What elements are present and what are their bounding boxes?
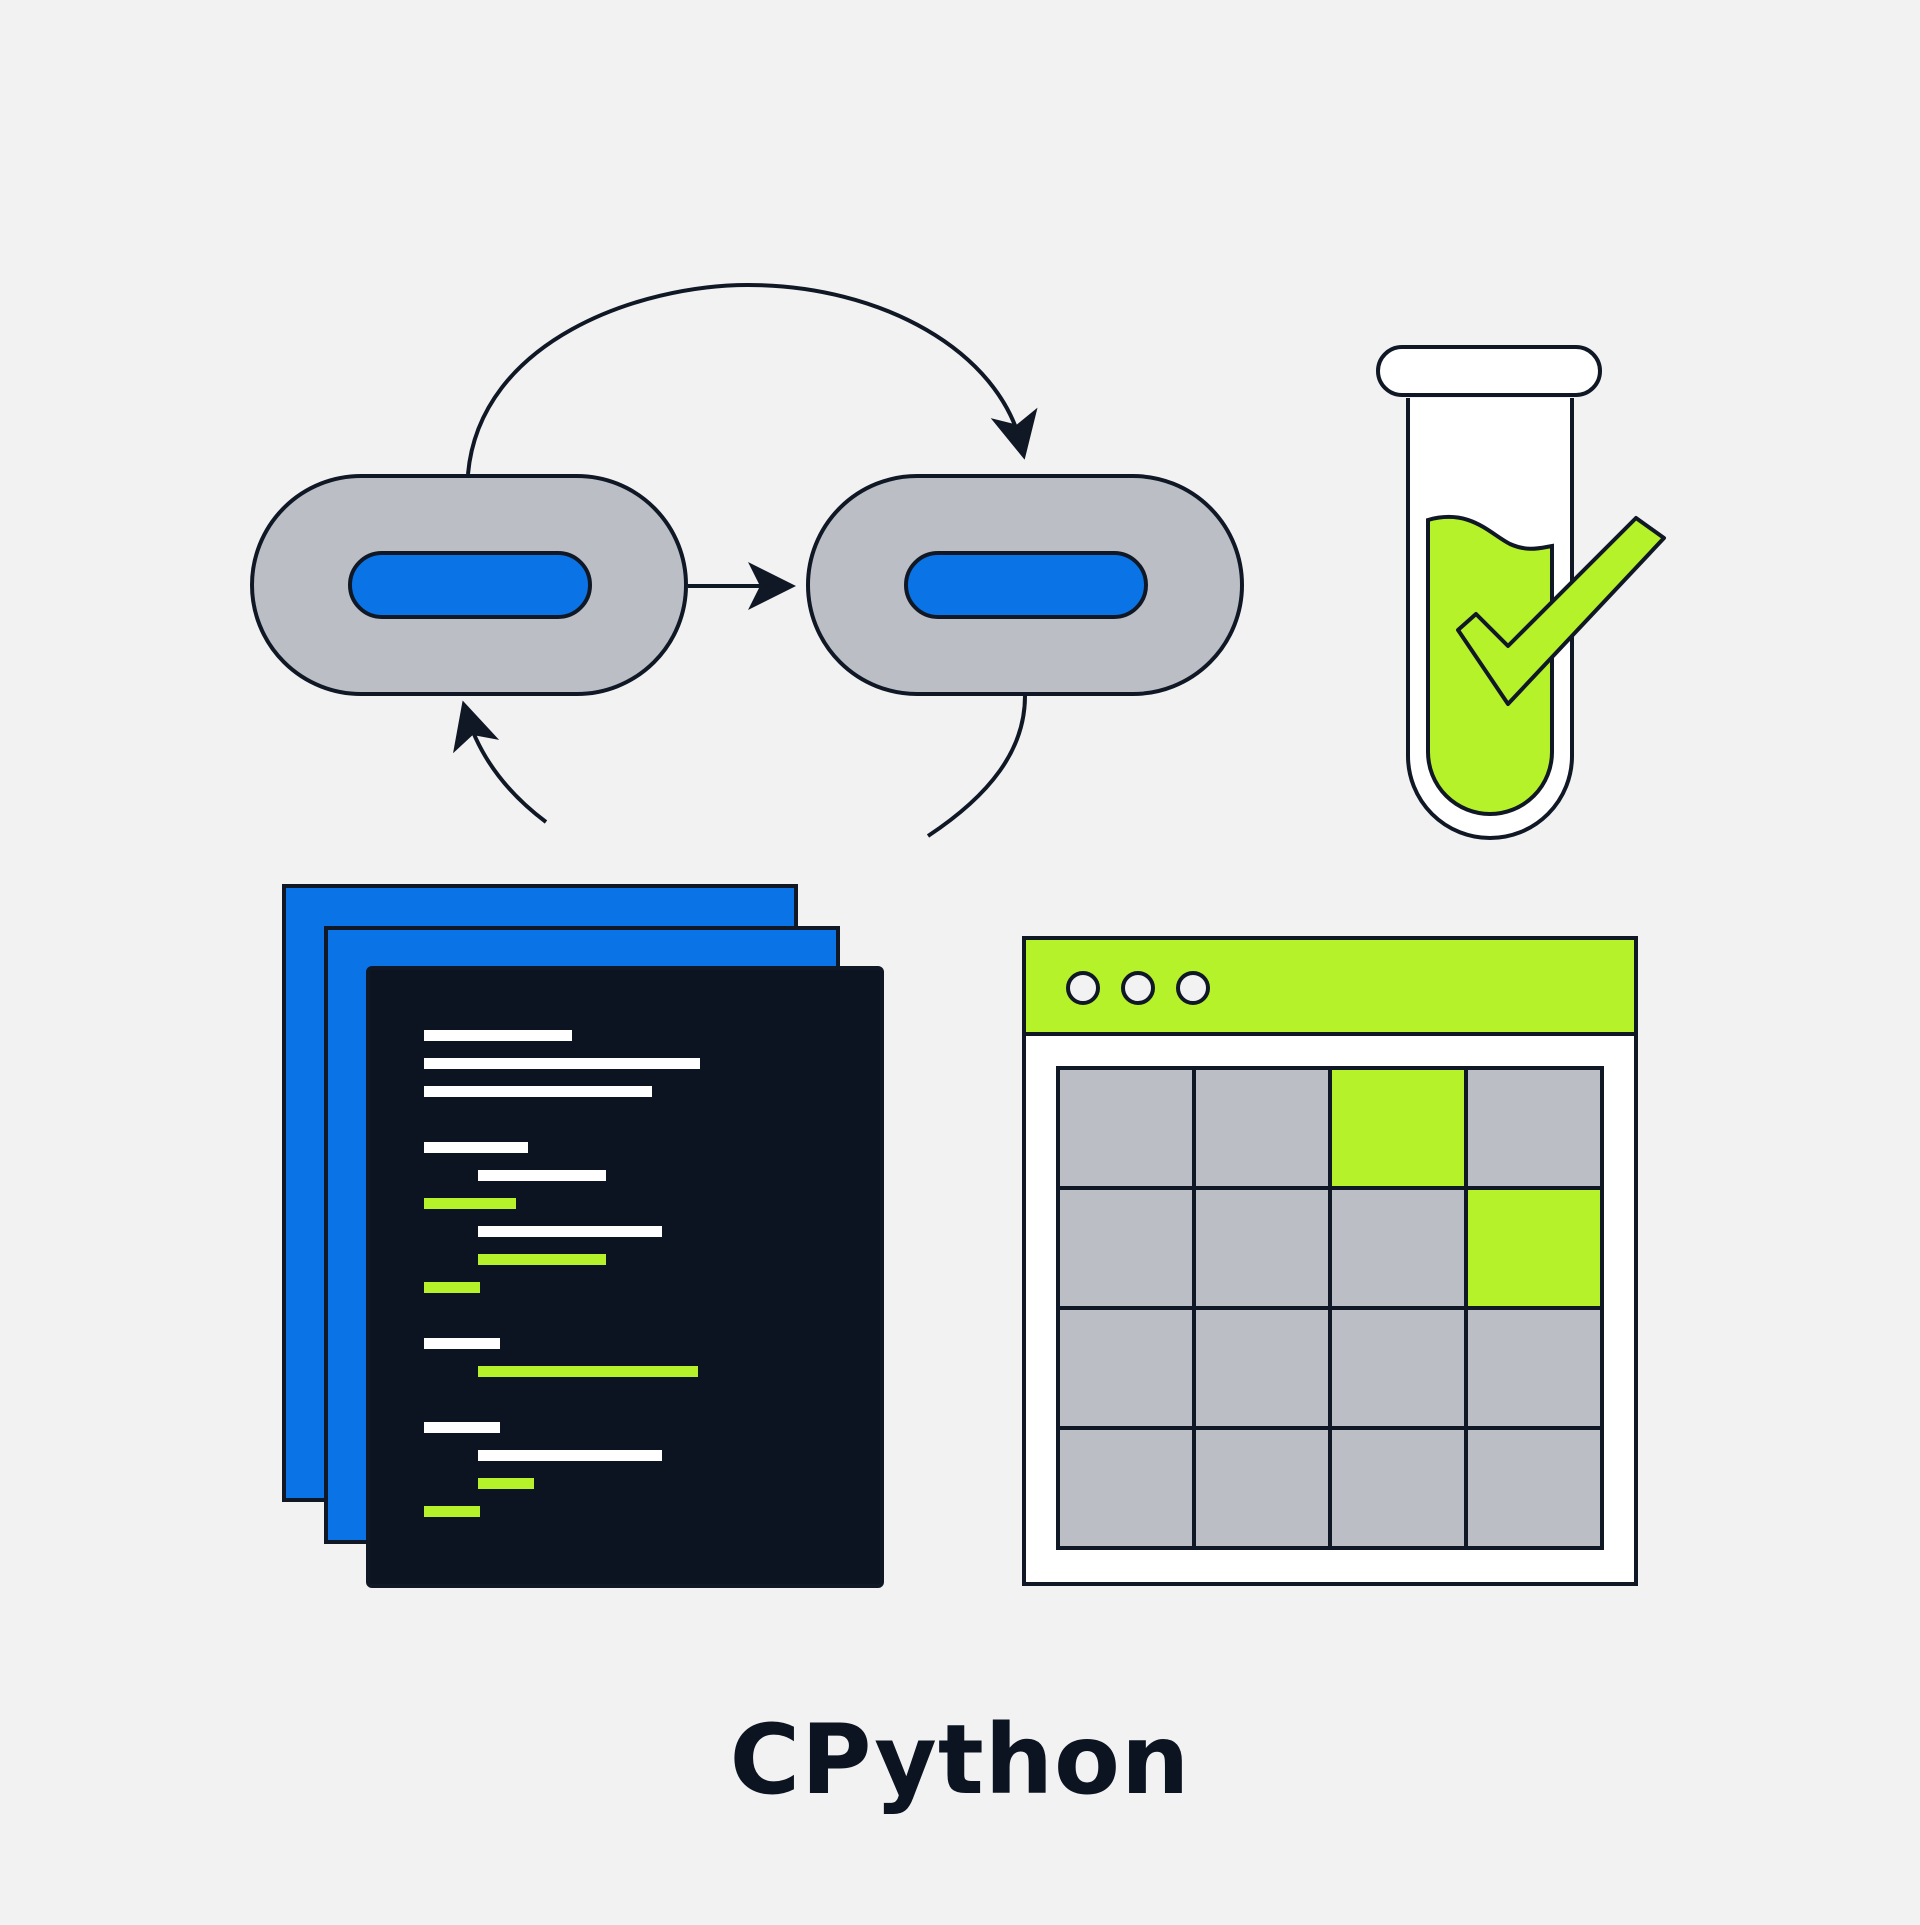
diagram-caption: CPython bbox=[729, 1704, 1191, 1816]
code-line bbox=[478, 1478, 534, 1489]
code-line bbox=[478, 1254, 606, 1265]
grid-cell bbox=[1464, 1306, 1604, 1430]
grid-cell bbox=[1192, 1186, 1332, 1310]
grid-cell bbox=[1464, 1426, 1604, 1550]
code-line bbox=[424, 1338, 500, 1349]
window-dot-icon bbox=[1066, 971, 1100, 1005]
grid-window-icon bbox=[1022, 936, 1638, 1586]
check-mark bbox=[1456, 516, 1666, 706]
code-lines bbox=[424, 1030, 700, 1517]
test-tube-check-icon bbox=[1376, 345, 1666, 840]
pill-node-left bbox=[250, 474, 688, 696]
grid-cell bbox=[1328, 1186, 1468, 1310]
grid-cell-highlighted bbox=[1328, 1066, 1468, 1190]
grid-cell bbox=[1056, 1426, 1196, 1550]
grid-cell bbox=[1192, 1066, 1332, 1190]
grid-cell bbox=[1328, 1306, 1468, 1430]
pill-node-right bbox=[806, 474, 1244, 696]
loop-arrow-bottom-right bbox=[926, 695, 1027, 838]
code-line bbox=[424, 1506, 480, 1517]
code-line bbox=[478, 1226, 662, 1237]
code-line bbox=[424, 1422, 500, 1433]
linked-pill-nodes-icon bbox=[250, 282, 1244, 838]
code-line bbox=[424, 1198, 516, 1209]
grid-cell bbox=[1192, 1426, 1332, 1550]
code-pages-icon bbox=[282, 884, 884, 1588]
code-line bbox=[478, 1366, 698, 1377]
tube-cap bbox=[1376, 345, 1602, 397]
loop-arrow-bottom-left bbox=[453, 700, 548, 824]
grid-cell bbox=[1056, 1066, 1196, 1190]
code-line bbox=[424, 1058, 700, 1069]
code-line bbox=[478, 1170, 606, 1181]
grid-cell-highlighted bbox=[1464, 1186, 1604, 1310]
code-line bbox=[424, 1282, 480, 1293]
code-line bbox=[478, 1450, 662, 1461]
loop-arrow-top bbox=[466, 282, 1038, 475]
code-line bbox=[424, 1030, 572, 1041]
grid-cell bbox=[1464, 1066, 1604, 1190]
grid-cell bbox=[1056, 1186, 1196, 1310]
window-title-bar bbox=[1022, 936, 1638, 1036]
grid-cell bbox=[1192, 1306, 1332, 1430]
window-dot-icon bbox=[1176, 971, 1210, 1005]
window-dot-icon bbox=[1121, 971, 1155, 1005]
code-line bbox=[424, 1086, 652, 1097]
grid-cell bbox=[1328, 1426, 1468, 1550]
grid-cells bbox=[1056, 1066, 1604, 1550]
grid-cell bbox=[1056, 1306, 1196, 1430]
code-line bbox=[424, 1142, 528, 1153]
